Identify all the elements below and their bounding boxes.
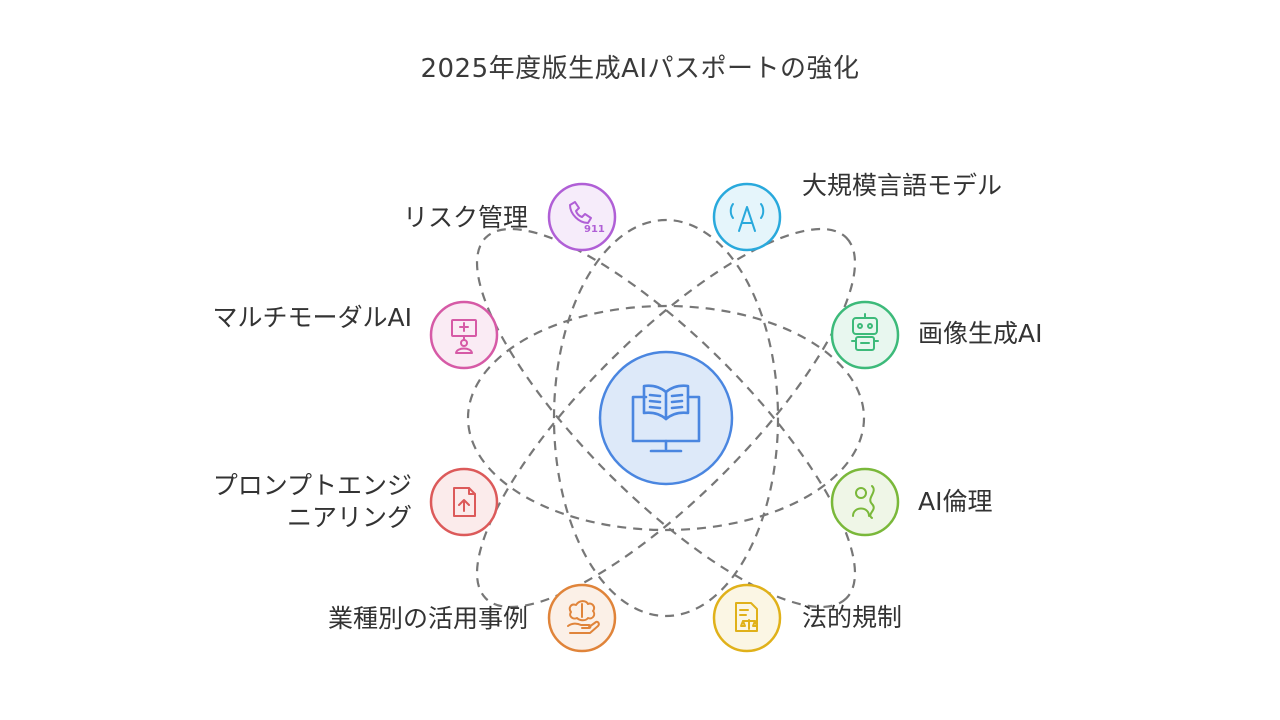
- label-multimodal: マルチモーダルAI: [212, 303, 412, 332]
- orbit-ellipse-diagonal-a: [475, 227, 857, 609]
- node-legal: [712, 583, 782, 653]
- document-arrow-icon: [453, 487, 476, 517]
- orbit-lines: [466, 218, 866, 618]
- orbit-ellipse-vertical: [552, 218, 780, 618]
- node-llm: [712, 182, 782, 252]
- legal-scale-icon: [735, 602, 758, 632]
- robot-icon: [851, 313, 879, 351]
- hand-brain-icon: [567, 600, 600, 634]
- letter-a-signal-icon: [729, 203, 765, 232]
- node-multimodal: [429, 300, 499, 370]
- node-imagegen: [830, 300, 900, 370]
- label-legal: 法的規制: [802, 603, 903, 632]
- center-hub: [598, 350, 734, 486]
- label-risk: リスク管理: [402, 203, 528, 232]
- book-monitor-icon: [631, 384, 701, 453]
- monitor-person-icon: [451, 319, 477, 354]
- label-prompt: プロンプトエンジニアリング: [212, 471, 412, 532]
- diagram-title: 2025年度版生成AIパスポートの強化: [420, 54, 860, 84]
- label-ethics: AI倫理: [918, 487, 993, 516]
- label-imagegen: 画像生成AI: [918, 319, 1043, 348]
- orbit-ellipse-diagonal-b: [475, 227, 857, 609]
- label-usecases: 業種別の活用事例: [327, 604, 528, 633]
- node-usecases: [547, 583, 617, 653]
- phone-911-icon: 911: [569, 201, 605, 235]
- svg-text:911: 911: [584, 224, 605, 235]
- robot-dna-icon: [852, 485, 875, 519]
- node-legal-circle: [712, 583, 782, 653]
- node-prompt: [429, 467, 499, 537]
- node-risk: 911: [547, 182, 617, 252]
- label-llm: 大規模言語モデル: [802, 171, 1003, 200]
- orbit-ellipse-horizontal: [466, 304, 866, 532]
- node-llm-circle: [712, 182, 782, 252]
- node-ethics: [830, 467, 900, 537]
- node-ethics-circle: [830, 467, 900, 537]
